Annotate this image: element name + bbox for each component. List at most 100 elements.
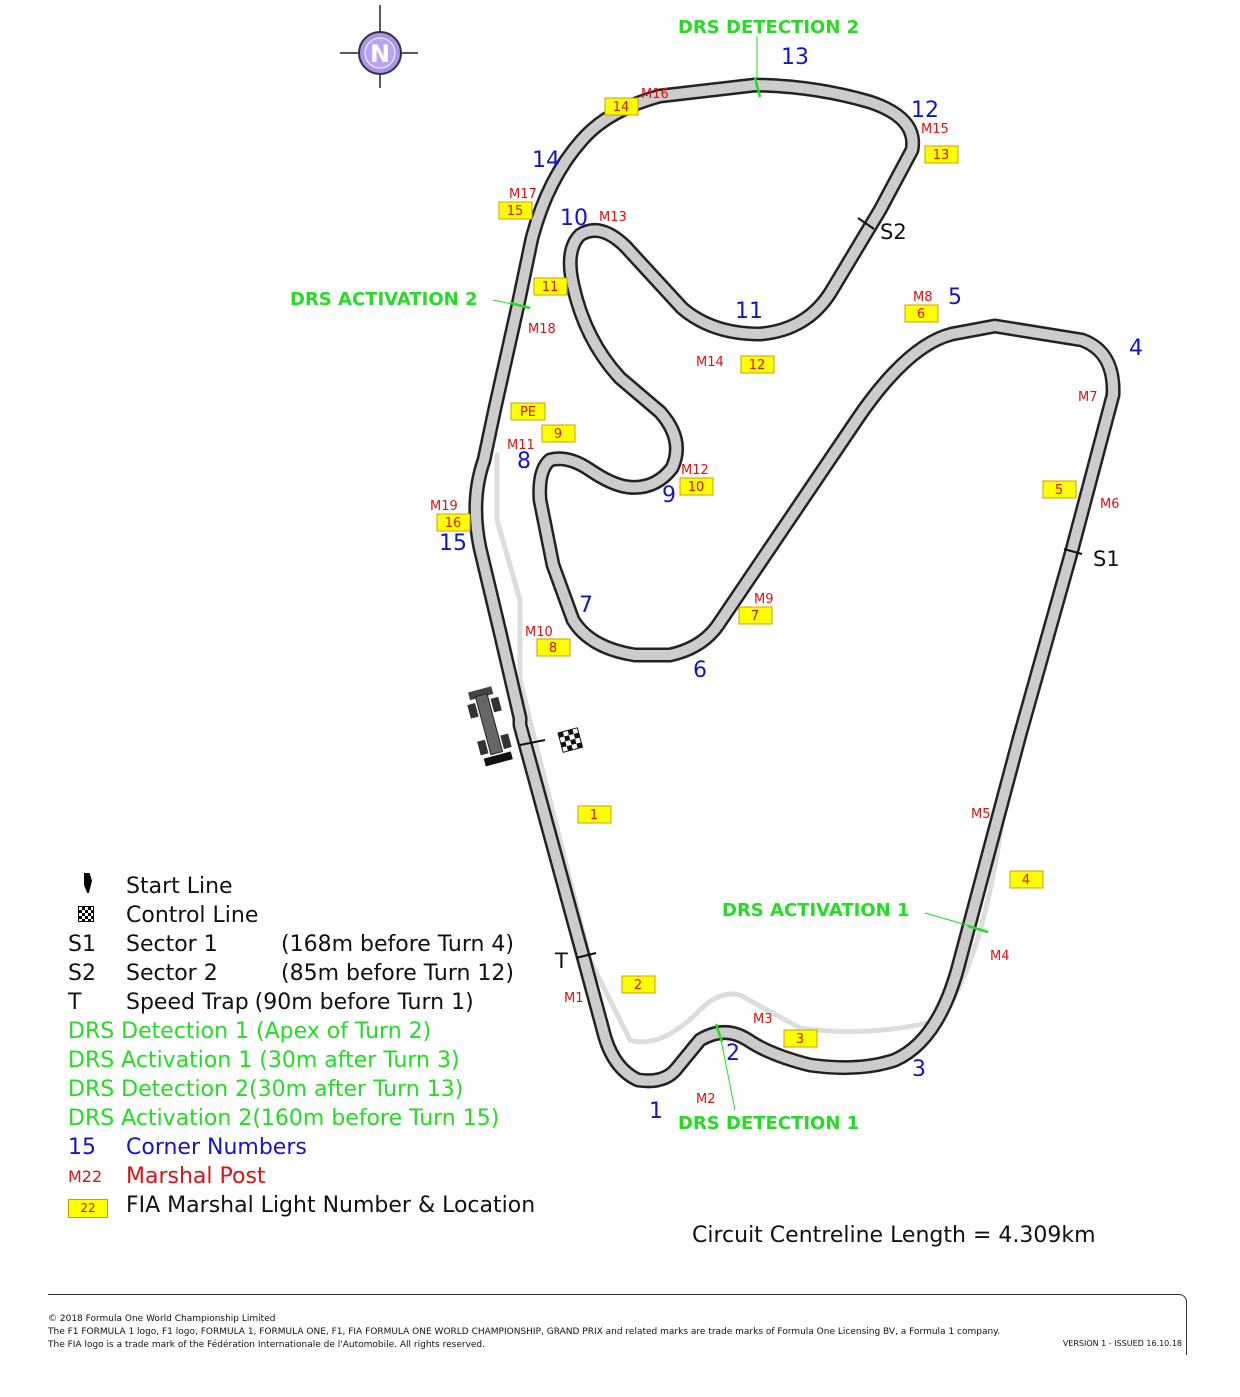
legend-label: DRS Activation 2(160m before Turn 15) bbox=[68, 1106, 500, 1131]
legend-label: DRS Activation 1 (30m after Turn 3) bbox=[68, 1048, 460, 1073]
marshal-light-4-label: 4 bbox=[1022, 873, 1030, 888]
marshal-light-5: 5 bbox=[1042, 480, 1077, 499]
marshal-light-9-label: 9 bbox=[554, 427, 562, 442]
drs-activation-1-line bbox=[967, 924, 989, 934]
legend-row-marshal-post: M22 Marshal Post bbox=[68, 1162, 535, 1191]
legend-symbol: T bbox=[68, 990, 82, 1015]
legend-label: DRS Detection 1 (Apex of Turn 2) bbox=[68, 1019, 432, 1044]
drs-activation-1-leader bbox=[924, 912, 971, 927]
legend: Start Line Control Line S1 Sector 1 (168… bbox=[68, 872, 535, 1220]
marshal-light-8-label: 8 bbox=[549, 641, 557, 656]
marshal-post-m1: M1 bbox=[564, 991, 584, 1006]
pit-lane bbox=[494, 452, 1008, 1045]
corner-7: 7 bbox=[579, 593, 593, 618]
circuit-length: Circuit Centreline Length = 4.309km bbox=[692, 1223, 1096, 1248]
drs-detection-1-label: DRS DETECTION 1 bbox=[678, 1113, 859, 1134]
marshal-post-m7: M7 bbox=[1078, 390, 1098, 405]
marshal-light-3: 3 bbox=[783, 1029, 818, 1048]
corner-12: 12 bbox=[911, 98, 939, 123]
drs-activation-1-label: DRS ACTIVATION 1 bbox=[722, 900, 910, 921]
marshal-light-16: 16 bbox=[436, 513, 471, 532]
marshal-light-2: 2 bbox=[621, 975, 656, 994]
legend-detail: (85m before Turn 12) bbox=[281, 961, 515, 986]
corner-9: 9 bbox=[662, 483, 676, 508]
marshal-post-m11: M11 bbox=[507, 438, 535, 453]
marshal-post-m15: M15 bbox=[921, 122, 949, 137]
marshal-post-m12: M12 bbox=[681, 463, 709, 478]
legend-label: Corner Numbers bbox=[126, 1135, 307, 1160]
drs-detection-2-line bbox=[753, 77, 762, 98]
marshal-light-14-label: 14 bbox=[613, 100, 630, 115]
marshal-light-2-label: 2 bbox=[634, 978, 642, 993]
marshal-light-13: 13 bbox=[924, 145, 959, 164]
corner-15: 15 bbox=[439, 531, 467, 556]
marshal-post-m16: M16 bbox=[641, 87, 669, 102]
checkered-flag-icon bbox=[68, 901, 126, 930]
marshal-post-m18: M18 bbox=[528, 322, 556, 337]
marshal-light-10: 10 bbox=[679, 477, 714, 496]
marshal-light-16-label: 16 bbox=[445, 516, 462, 531]
marshal-post-m3: M3 bbox=[753, 1012, 773, 1027]
marshal-post-m19: M19 bbox=[430, 499, 458, 514]
marshal-light-1-label: 1 bbox=[590, 808, 598, 823]
legend-row-drs-detection-1: DRS Detection 1 (Apex of Turn 2) bbox=[68, 1017, 535, 1046]
marshal-post-m13: M13 bbox=[599, 210, 627, 225]
legend-label: Speed Trap bbox=[126, 990, 249, 1015]
legend-symbol: S1 bbox=[68, 932, 96, 957]
marshal-light-pe-label: PE bbox=[520, 405, 536, 420]
legend-detail: (90m before Turn 1) bbox=[254, 990, 474, 1015]
marshal-post-m6: M6 bbox=[1100, 497, 1120, 512]
legend-label: Marshal Post bbox=[126, 1164, 266, 1189]
marshal-light-3-label: 3 bbox=[796, 1032, 804, 1047]
marshal-light-15: 15 bbox=[498, 201, 533, 220]
marshal-post-m9: M9 bbox=[754, 592, 774, 607]
corner-3: 3 bbox=[912, 1057, 926, 1082]
legend-row-sector-1: S1 Sector 1 (168m before Turn 4) bbox=[68, 930, 535, 959]
corner-6: 6 bbox=[693, 658, 707, 683]
corner-10: 10 bbox=[560, 206, 588, 231]
drs-activation-2-leader bbox=[492, 299, 513, 305]
marshal-light-4: 4 bbox=[1009, 870, 1044, 889]
marshal-light-6: 6 bbox=[904, 304, 939, 323]
corner-4: 4 bbox=[1129, 336, 1143, 361]
legend-label: Control Line bbox=[126, 903, 259, 928]
s1-marker bbox=[1063, 548, 1083, 555]
marshal-post-m8: M8 bbox=[913, 290, 933, 305]
corner-11: 11 bbox=[735, 299, 763, 324]
corner-5: 5 bbox=[948, 285, 962, 310]
legend-row-start-line: Start Line bbox=[68, 872, 535, 901]
legend-symbol: 22 bbox=[68, 1199, 108, 1218]
marshal-post-m10: M10 bbox=[525, 625, 553, 640]
control-line bbox=[519, 739, 546, 746]
marshal-post-m14: M14 bbox=[696, 355, 724, 370]
marshal-light-11-label: 11 bbox=[542, 280, 559, 295]
s2-label: S2 bbox=[880, 220, 907, 244]
speed-trap-marker bbox=[575, 952, 597, 959]
legend-label: DRS Detection 2(30m after Turn 13) bbox=[68, 1077, 464, 1102]
marshal-light-15-label: 15 bbox=[507, 204, 524, 219]
track-surface bbox=[470, 80, 1119, 1086]
s2-marker bbox=[857, 217, 875, 230]
legend-row-drs-activation-1: DRS Activation 1 (30m after Turn 3) bbox=[68, 1046, 535, 1075]
legend-row-control-line: Control Line bbox=[68, 901, 535, 930]
marshal-post-m17: M17 bbox=[509, 187, 537, 202]
marshal-light-9: 9 bbox=[541, 424, 576, 443]
footer-trademark: The F1 FORMULA 1 logo, F1 logo, FORMULA … bbox=[48, 1327, 1001, 1350]
marshal-light-5-label: 5 bbox=[1055, 483, 1063, 498]
legend-label: Sector 2 bbox=[126, 961, 218, 986]
start-line-icon bbox=[68, 872, 126, 901]
corner-13: 13 bbox=[781, 45, 809, 70]
drs-detection-1-leader bbox=[719, 1034, 736, 1111]
marshal-light-1: 1 bbox=[577, 805, 612, 824]
drs-activation-2-line bbox=[509, 301, 531, 310]
marshal-light-11: 11 bbox=[533, 277, 568, 296]
legend-label: FIA Marshal Light Number & Location bbox=[126, 1193, 536, 1218]
footer: © 2018 Formula One World Championship Li… bbox=[48, 1294, 1187, 1355]
compass-letter: N bbox=[370, 40, 390, 68]
speed-trap-label: T bbox=[554, 949, 568, 973]
marshal-light-8: 8 bbox=[536, 638, 571, 657]
legend-row-sector-2: S2 Sector 2 (85m before Turn 12) bbox=[68, 959, 535, 988]
marshal-light-14: 14 bbox=[604, 97, 639, 116]
